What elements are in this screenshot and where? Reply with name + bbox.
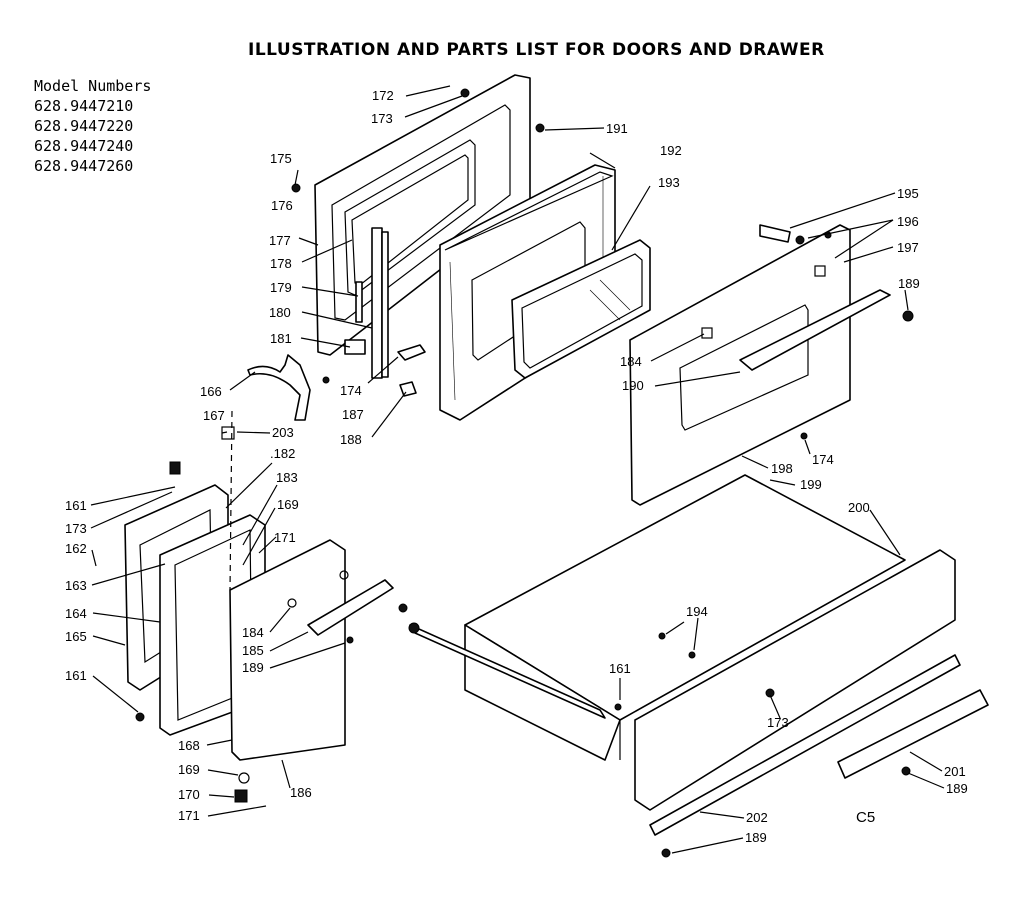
callout-199: 199 [800,477,822,492]
callout-181: 181 [270,331,292,346]
callout-164: 164 [65,606,87,621]
callout-174: 174 [340,383,362,398]
callout-189: 189 [242,660,264,675]
callout-176: 176 [271,198,293,213]
callout-162: 162 [65,541,87,556]
callout-175: 175 [270,151,292,166]
model-numbers-heading: Model Numbers [34,77,152,95]
callout-195: 195 [897,186,919,201]
callout-165: 165 [65,629,87,644]
callout-173: 173 [65,521,87,536]
upper-inner-door-frame [314,74,531,356]
callout-171: 171 [274,530,296,545]
callout-177: 177 [269,233,291,248]
upper-door-glass [511,239,651,379]
callout-leader-lines [90,85,945,854]
callout-171: 171 [178,808,200,823]
callout-161: 161 [609,661,631,676]
callout-184: 184 [620,354,642,369]
callout-179: 179 [270,280,292,295]
callout-172: 172 [372,88,394,103]
callout-166: 166 [200,384,222,399]
callout-163: 163 [65,578,87,593]
callout-198: 198 [771,461,793,476]
callout-189: 189 [946,781,968,796]
callout-161: 161 [65,668,87,683]
callout-202: 202 [746,810,768,825]
callout-178: 178 [270,256,292,271]
callout-182: .182 [270,446,295,461]
callout-200: 200 [848,500,870,515]
callout-197: 197 [897,240,919,255]
callout-203: 203 [272,425,294,440]
callout-184: 184 [242,625,264,640]
callout-169: 169 [277,497,299,512]
callout-190: 190 [622,378,644,393]
callout-185: 185 [242,643,264,658]
model-number: 628.9447210 [34,97,134,115]
callout-201: 201 [944,764,966,779]
storage-drawer [408,474,989,836]
callout-189: 189 [745,830,767,845]
callout-189: 189 [898,276,920,291]
callout-173: 173 [767,715,789,730]
fasteners [135,88,911,858]
callout-193: 193 [658,175,680,190]
callout-170: 170 [178,787,200,802]
callout-196: 196 [897,214,919,229]
callout-173: 173 [371,111,393,126]
callout-194: 194 [686,604,708,619]
model-numbers-list: Model Numbers 628.9447210 628.9447220 62… [34,76,151,176]
callout-161: 161 [65,498,87,513]
callout-183: 183 [276,470,298,485]
page-code: C5 [856,809,875,826]
diagram-title: ILLUSTRATION AND PARTS LIST FOR DOORS AN… [248,40,825,60]
lower-storage-door-panels [124,426,408,803]
callout-192: 192 [660,143,682,158]
callout-168: 168 [178,738,200,753]
callout-187: 187 [342,407,364,422]
model-number: 628.9447220 [34,117,134,135]
upper-outer-door [629,224,914,506]
model-number: 628.9447240 [34,137,134,155]
callout-169: 169 [178,762,200,777]
callout-167: 167 [203,408,225,423]
callout-labels: 172 173 191 175 176 177 178 179 180 181 … [65,88,968,845]
callout-186: 186 [290,785,312,800]
callout-174: 174 [812,452,834,467]
callout-188: 188 [340,432,362,447]
callout-180: 180 [269,305,291,320]
door-hinge-parts [247,227,426,421]
callout-191: 191 [606,121,628,136]
model-number: 628.9447260 [34,157,134,175]
